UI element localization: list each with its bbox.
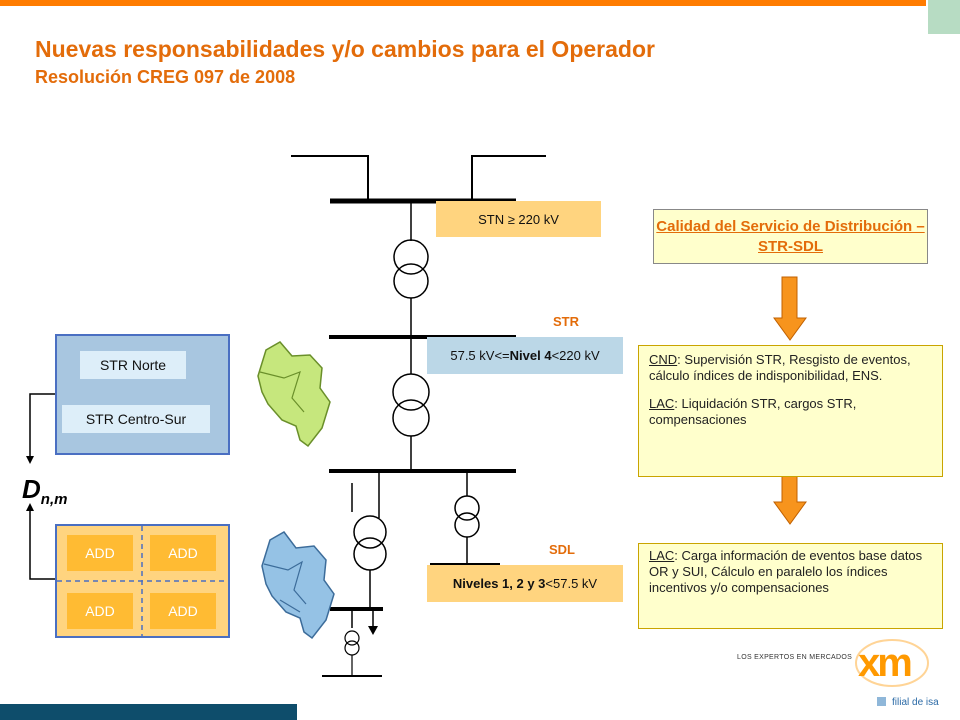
lac-responsibilities-box: LAC: Carga información de eventos base d… bbox=[638, 543, 943, 629]
slide-title: Nuevas responsabilidades y/o cambios par… bbox=[35, 36, 655, 62]
down-arrow-1 bbox=[773, 276, 807, 341]
xm-logo: xm bbox=[858, 641, 913, 685]
str-norte-label: STR Norte bbox=[80, 351, 186, 379]
transformer-1-primary bbox=[393, 239, 429, 275]
transformer-4-primary bbox=[353, 515, 387, 549]
add-cell-4: ADD bbox=[150, 593, 216, 629]
add-regions-box: ADD ADD ADD ADD bbox=[55, 524, 230, 638]
dnm-indicator: Dn,m bbox=[22, 474, 68, 509]
filial-label: filial de isa bbox=[892, 697, 939, 708]
logo-ring bbox=[855, 639, 929, 687]
transformer-2-secondary bbox=[392, 399, 430, 437]
isa-square-icon bbox=[877, 697, 886, 706]
colombia-map-blue bbox=[261, 531, 335, 640]
sdl-section-label: SDL bbox=[549, 542, 575, 557]
colombia-map-green bbox=[257, 341, 331, 448]
stn-level-label: STN ≥ 220 kV bbox=[436, 201, 601, 237]
str-centro-sur-label: STR Centro-Sur bbox=[62, 405, 210, 433]
transformer-4-secondary bbox=[353, 537, 387, 571]
transformer-3-primary bbox=[454, 495, 480, 521]
load-arrow bbox=[368, 626, 378, 635]
slide-subtitle: Resolución CREG 097 de 2008 bbox=[35, 67, 296, 87]
quality-service-title-box: Calidad del Servicio de Distribución – S… bbox=[653, 209, 928, 264]
incoming-line-right bbox=[471, 155, 546, 201]
add-cell-3: ADD bbox=[67, 593, 133, 629]
niveles-123-label: Niveles 1, 2 y 3 <57.5 kV bbox=[427, 565, 623, 602]
add-cell-2: ADD bbox=[150, 535, 216, 571]
nivel4-level-label: 57.5 kV<=Nivel 4<220 kV bbox=[427, 337, 623, 374]
transformer-3-secondary bbox=[454, 512, 480, 538]
down-arrow-2 bbox=[773, 471, 807, 525]
add-cell-1: ADD bbox=[67, 535, 133, 571]
bottom-accent-bar bbox=[0, 704, 297, 720]
incoming-line-left bbox=[291, 155, 369, 201]
logo-tagline: LOS EXPERTOS EN MERCADOS bbox=[737, 654, 853, 661]
transformer-1-secondary bbox=[393, 263, 429, 299]
str-section-label: STR bbox=[553, 314, 579, 329]
transformer-2-primary bbox=[392, 373, 430, 411]
corner-decoration bbox=[928, 0, 960, 34]
top-accent-bar bbox=[0, 0, 926, 6]
cnd-lac-responsibilities-box: CND: Supervisión STR, Resgisto de evento… bbox=[638, 345, 943, 477]
